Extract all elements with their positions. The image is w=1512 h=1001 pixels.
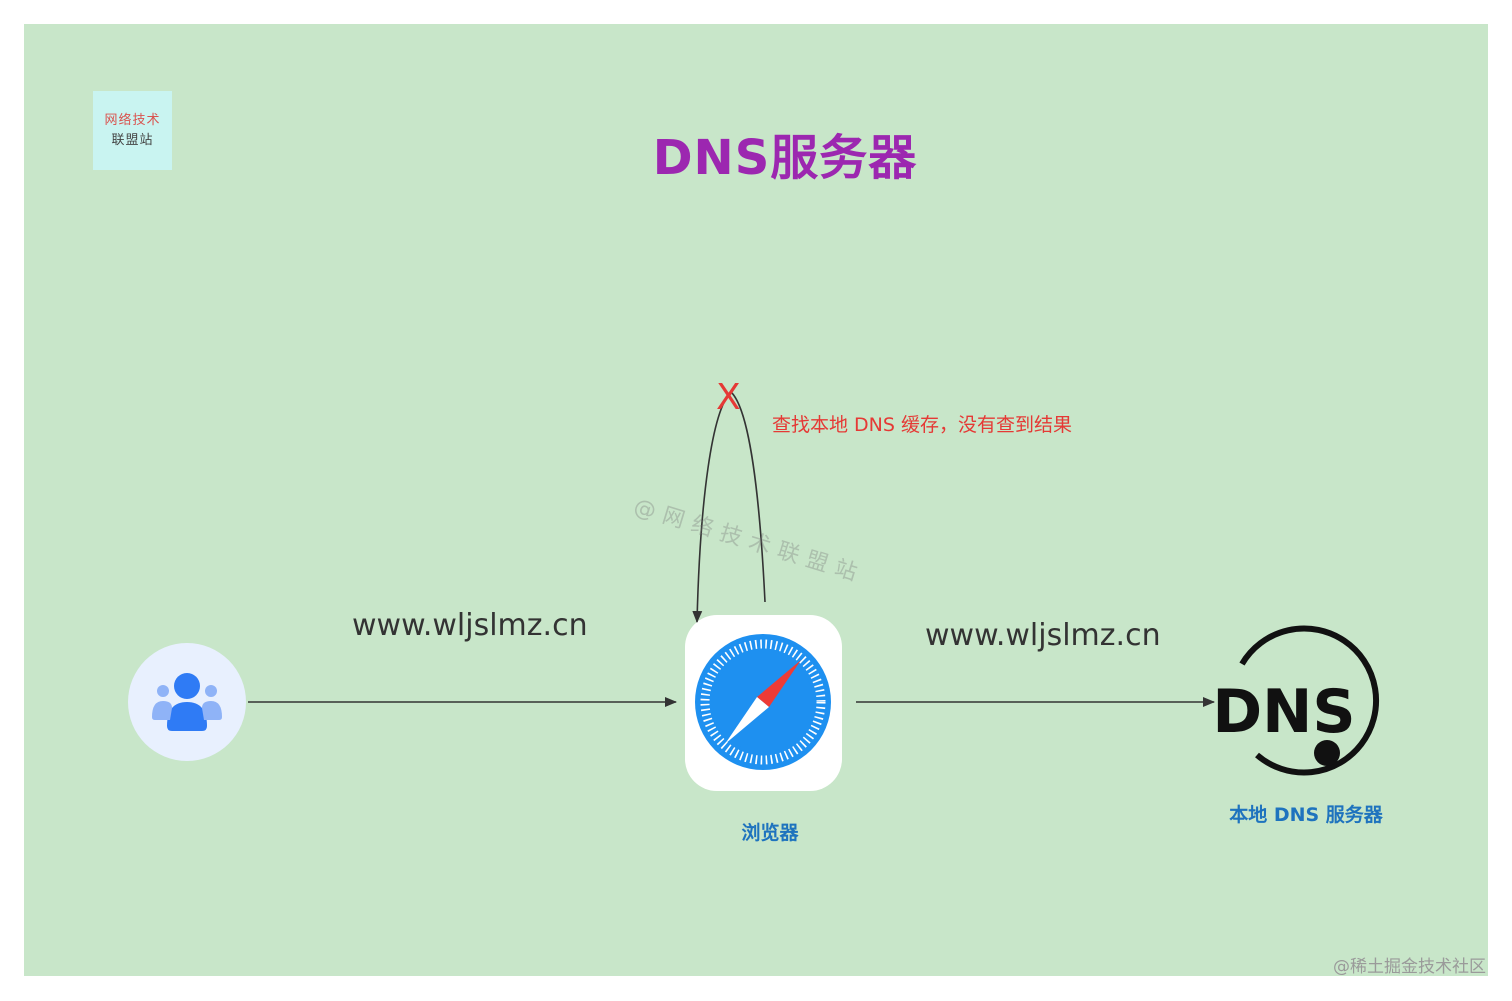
- url-label-right: www.wljslmz.cn: [925, 618, 1161, 653]
- logo: 网络技术 联盟站: [93, 91, 172, 170]
- diagram-title: DNS服务器: [652, 130, 918, 186]
- credit-text: @稀土掘金技术社区: [1333, 957, 1486, 977]
- logo-line-1: 网络技术: [104, 112, 161, 128]
- safari-compass-icon: [685, 615, 842, 791]
- cache-fail-cross: X: [716, 377, 741, 418]
- cache-lookup-note: 查找本地 DNS 缓存，没有查到结果: [772, 414, 1072, 436]
- browser-label: 浏览器: [741, 822, 799, 844]
- diagram-canvas: [24, 24, 1488, 976]
- logo-line-2: 联盟站: [111, 132, 154, 148]
- dns-icon-text: DNS: [1212, 677, 1355, 747]
- cache-lookup-loop: [692, 390, 766, 623]
- user-group-icon: [128, 643, 246, 761]
- dns-server-label: 本地 DNS 服务器: [1229, 804, 1383, 826]
- dns-globe-icon: DNS: [1212, 625, 1380, 776]
- url-label-left: www.wljslmz.cn: [352, 608, 588, 643]
